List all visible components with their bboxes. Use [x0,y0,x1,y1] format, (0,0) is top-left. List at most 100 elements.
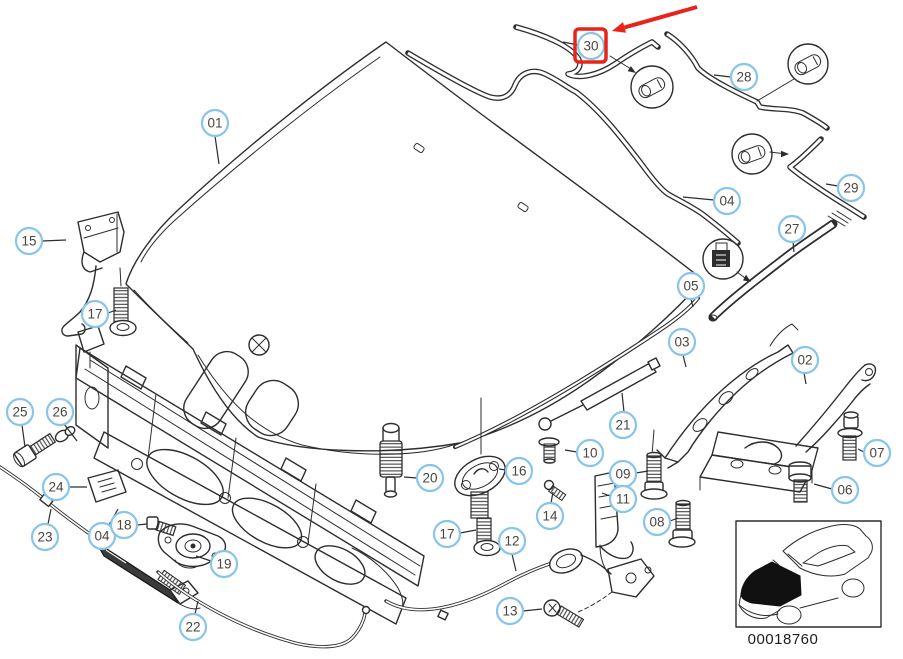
callout-19[interactable]: 19 [195,549,239,579]
callout-04[interactable]: 04 [87,508,119,551]
highlight-arrow-shaft [623,5,698,30]
detail-circle-seal-b [756,43,829,102]
svg-text:04: 04 [94,529,110,544]
callout-03[interactable]: 03 [667,327,697,368]
svg-text:11: 11 [616,492,630,507]
bolt-09 [640,451,668,500]
callout-23[interactable]: 23 [30,508,60,552]
inset-part-code: 00018760 [748,631,819,648]
svg-text:25: 25 [12,405,27,420]
svg-text:21: 21 [615,418,630,433]
callout-16[interactable]: 16 [498,456,534,486]
callout-17[interactable]: 17 [432,519,477,549]
callout-20[interactable]: 20 [403,463,445,493]
callout-04[interactable]: 04 [682,186,742,216]
cowl-seal-strip-30 [513,24,661,80]
svg-text:07: 07 [869,446,884,461]
bracket-11 [594,471,634,574]
svg-text:28: 28 [736,70,751,85]
car-thumbnail [738,524,873,625]
svg-text:06: 06 [837,483,852,498]
bolt-18 [146,516,177,537]
callout-24[interactable]: 24 [41,472,87,502]
callout-09[interactable]: 09 [608,459,649,489]
callout-22[interactable]: 22 [178,600,208,642]
molding-strip-27 [708,210,852,322]
svg-text:05: 05 [683,279,698,294]
buffer-stop-20 [379,422,403,498]
callout-06[interactable]: 06 [813,475,860,505]
callout-25[interactable]: 25 [5,397,35,448]
bolt-06 [788,461,812,503]
callout-12[interactable]: 12 [497,526,527,572]
side-seal-strip-29 [787,136,867,220]
grommet-26 [54,425,76,443]
callout-07[interactable]: 07 [857,438,892,468]
svg-text:27: 27 [784,222,799,237]
svg-text:14: 14 [542,509,558,524]
svg-text:13: 13 [502,604,517,619]
screw-14 [543,479,567,502]
bolt-25 [13,432,57,468]
svg-text:29: 29 [843,181,858,196]
svg-text:15: 15 [21,234,36,249]
callout-14[interactable]: 14 [535,491,565,531]
cable-guide-lever-04 [95,541,201,610]
callout-30[interactable]: 30 [562,31,606,61]
highlight-box [573,27,608,64]
callout-01[interactable]: 01 [200,108,230,165]
svg-text:09: 09 [615,467,630,482]
svg-text:08: 08 [649,515,664,530]
svg-text:24: 24 [48,480,64,495]
callout-15[interactable]: 15 [14,226,67,256]
detail-circle-seal-a [609,55,674,109]
callout-10[interactable]: 10 [564,438,605,468]
hood-roundel [248,334,270,356]
pad-plate-24 [87,469,127,503]
callout-13[interactable]: 13 [495,596,543,626]
svg-text:19: 19 [216,557,231,572]
detail-circle-clip-d [702,238,751,282]
diagram-line-art: 00018760 [0,24,882,649]
callout-21[interactable]: 21 [608,392,638,440]
bolt-17-center [470,491,501,557]
callout-28[interactable]: 28 [713,62,759,92]
bolt-17-left [109,287,137,337]
slam-panel-seal-05 [452,295,701,450]
callout-08[interactable]: 08 [642,507,679,537]
callout-layer: 01 02 03 04 04 05 06 07 08 09 10 11 12 13 14 15 16 17 17 18… [5,31,892,642]
release-cable-front-22 [156,569,371,649]
svg-text:01: 01 [207,116,222,131]
detail-circle-seal-c [731,133,789,175]
svg-text:16: 16 [511,464,526,479]
callout-17[interactable]: 17 [80,299,117,329]
svg-text:10: 10 [582,446,597,461]
callout-29[interactable]: 29 [825,173,866,203]
screw-13 [543,599,585,628]
callout-05[interactable]: 05 [676,271,706,308]
cowl-seal-strip-04 [405,50,741,246]
callout-26[interactable]: 26 [45,397,78,442]
callout-27[interactable]: 27 [777,214,807,253]
svg-text:20: 20 [422,471,437,486]
bolt-08 [668,499,696,548]
hood-safety-catch-15 [61,211,125,337]
cable-23 [0,465,100,542]
highlight-arrow-head [612,22,627,33]
svg-text:03: 03 [674,335,689,350]
callout-11[interactable]: 11 [601,484,638,514]
svg-text:12: 12 [504,534,519,549]
kidney-grille-cutouts [183,350,300,437]
radiator-support-frame [75,325,425,625]
washer-nozzle-slots [413,143,529,212]
callout-18[interactable]: 18 [109,510,148,540]
svg-text:26: 26 [52,405,67,420]
side-seal-strip-28 [664,31,830,131]
svg-text:17: 17 [439,527,454,542]
stud-bolt-07 [837,411,863,461]
highlight-annotation [573,5,698,64]
callout-02[interactable]: 02 [790,345,820,385]
svg-text:04: 04 [719,194,735,209]
svg-text:22: 22 [185,620,200,635]
